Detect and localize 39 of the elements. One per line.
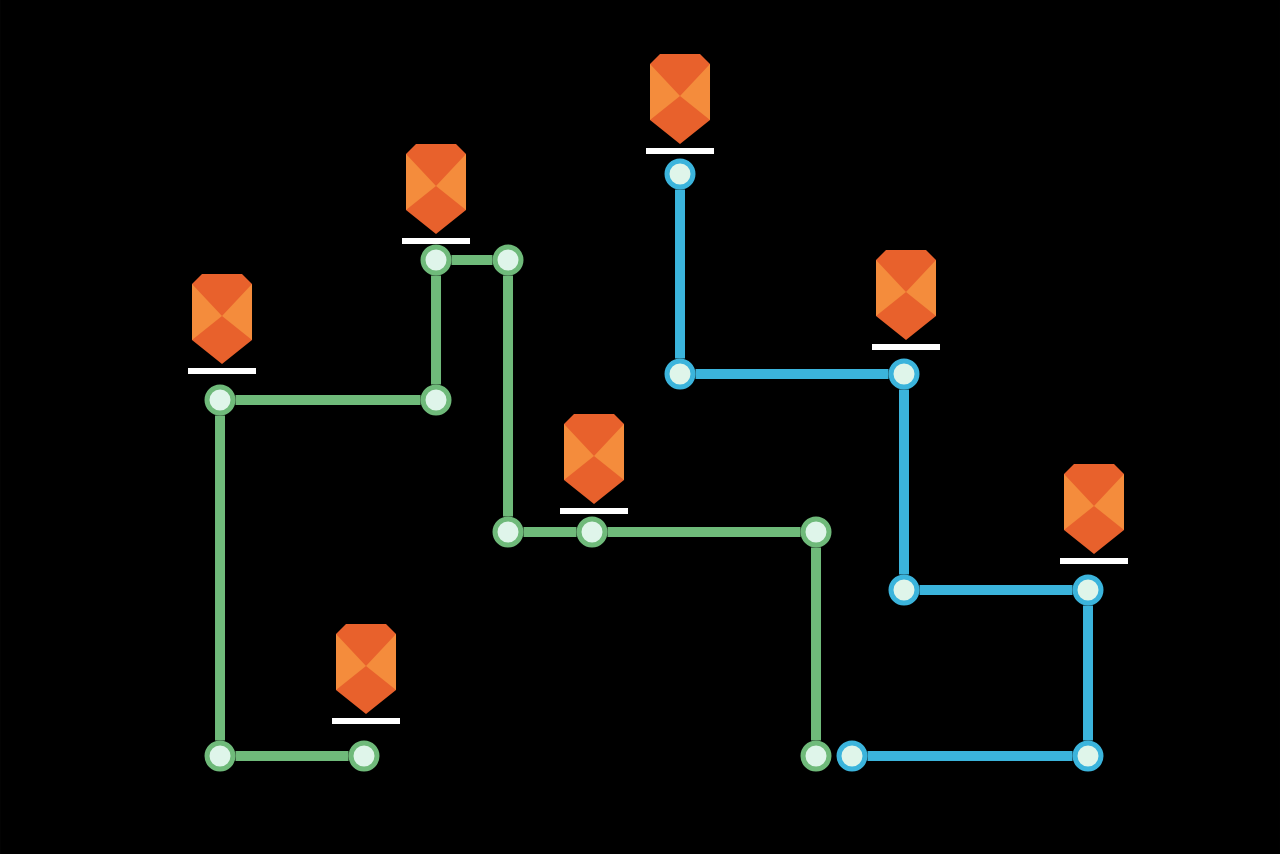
station-circle bbox=[664, 358, 696, 390]
station-circle bbox=[204, 384, 236, 416]
track-line bbox=[235, 751, 349, 761]
track-line bbox=[695, 369, 889, 379]
track-line bbox=[811, 547, 821, 741]
station-circle bbox=[664, 158, 696, 190]
map-pin-icon bbox=[188, 274, 256, 374]
station-circle bbox=[800, 516, 832, 548]
track-line bbox=[235, 395, 421, 405]
station-circle bbox=[492, 244, 524, 276]
track-line bbox=[1083, 605, 1093, 741]
station-circle bbox=[420, 244, 452, 276]
track-line bbox=[523, 527, 577, 537]
map-pin-icon bbox=[402, 144, 470, 244]
map-pin-icon bbox=[560, 414, 628, 514]
track-line bbox=[899, 389, 909, 575]
station-circle bbox=[576, 516, 608, 548]
track-line bbox=[451, 255, 493, 265]
track-line bbox=[431, 275, 441, 385]
station-circle bbox=[204, 740, 236, 772]
track-line bbox=[867, 751, 1073, 761]
map-pin-icon bbox=[646, 54, 714, 154]
station-circle bbox=[800, 740, 832, 772]
station-circle bbox=[888, 358, 920, 390]
station-circle bbox=[492, 516, 524, 548]
station-circle bbox=[420, 384, 452, 416]
track-line bbox=[503, 275, 513, 517]
station-circle bbox=[1072, 740, 1104, 772]
map-pin-icon bbox=[332, 624, 400, 724]
station-circle bbox=[836, 740, 868, 772]
track-line bbox=[607, 527, 801, 537]
track-line bbox=[215, 415, 225, 741]
station-circle bbox=[348, 740, 380, 772]
station-circle bbox=[888, 574, 920, 606]
station-circle bbox=[1072, 574, 1104, 606]
track-line bbox=[919, 585, 1073, 595]
track-line bbox=[675, 189, 685, 359]
map-pin-icon bbox=[872, 250, 940, 350]
map-pin-icon bbox=[1060, 464, 1128, 564]
